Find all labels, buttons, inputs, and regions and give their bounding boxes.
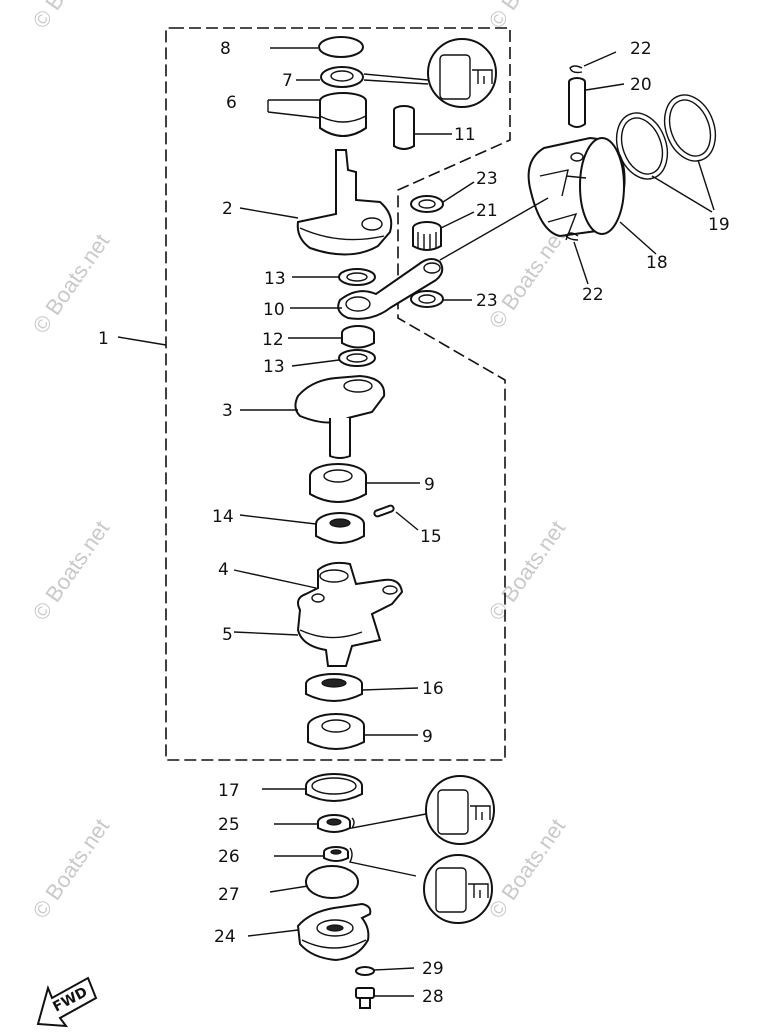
grease-callout-middle [425, 775, 495, 845]
callout-25: 25 [218, 815, 240, 835]
callout-22-upper: 22 [630, 39, 652, 59]
watermark: © Boats.net [28, 814, 115, 923]
callout-18: 18 [646, 253, 668, 273]
callout-16: 16 [422, 679, 444, 699]
part-3-crank-web [294, 374, 386, 459]
part-2-upper-crankshaft [296, 149, 393, 256]
callout-7: 7 [282, 71, 293, 91]
part-14-oil-seal [315, 512, 365, 544]
callout-22-lower: 22 [582, 285, 604, 305]
part-10-connecting-rod [337, 258, 444, 320]
part-23-washer-lower [410, 290, 444, 308]
callout-8: 8 [220, 39, 231, 59]
part-24-lower-housing [296, 902, 372, 962]
part-13-thrust-washer-lower [338, 349, 376, 367]
callout-26: 26 [218, 847, 240, 867]
callout-9-upper: 9 [424, 475, 435, 495]
callout-20: 20 [630, 75, 652, 95]
part-15-dowel-pin [373, 504, 395, 518]
watermark: © Boats.net [484, 516, 571, 625]
callout-28: 28 [422, 987, 444, 1007]
part-26-oil-seal [323, 846, 349, 862]
part-11-crank-pin [393, 105, 415, 150]
watermark: © Boats.net [484, 814, 571, 923]
part-18-piston [527, 136, 626, 241]
assembly-boundary [165, 27, 511, 761]
watermarks: © Boats.net © Boats.net © Boats.net © Bo… [28, 0, 571, 923]
callout-3: 3 [222, 401, 233, 421]
callout-15: 15 [420, 527, 442, 547]
part-8-o-ring [318, 36, 364, 58]
part-27-o-ring [305, 865, 359, 899]
callout-19: 19 [708, 215, 730, 235]
callout-14: 14 [212, 507, 234, 527]
watermark: © Boats.net [28, 516, 115, 625]
part-6-bushing [319, 92, 367, 137]
part-19-piston-rings [615, 94, 717, 180]
part-17-gasket [305, 773, 363, 802]
callout-24: 24 [214, 927, 236, 947]
part-16-bearing-retainer [305, 673, 363, 702]
grease-callout-top [427, 38, 497, 108]
callout-13-lower: 13 [263, 357, 285, 377]
callout-labels: 8 7 6 11 2 1 13 10 12 13 3 9 14 15 4 5 1… [98, 39, 730, 1007]
callout-27: 27 [218, 885, 240, 905]
callout-11: 11 [454, 125, 476, 145]
part-21-needle-bearing [412, 221, 442, 251]
watermark: © Boats.net [28, 0, 115, 33]
part-25-oil-seal [317, 814, 351, 833]
part-9-ball-bearing-lower [307, 713, 365, 750]
callout-13-upper: 13 [264, 269, 286, 289]
part-7-oil-seal [320, 66, 364, 88]
part-4-5-lower-crankshaft [296, 561, 404, 667]
part-9-ball-bearing-upper [309, 463, 367, 503]
watermark: © Boats.net [484, 224, 571, 333]
callout-6: 6 [226, 93, 237, 113]
part-28-bolt [355, 987, 375, 1009]
callout-29: 29 [422, 959, 444, 979]
part-22-clip-upper [569, 65, 583, 74]
part-12-needle-bearing [341, 325, 375, 349]
callout-2: 2 [222, 199, 233, 219]
part-13-thrust-washer-upper [338, 268, 376, 286]
callout-12: 12 [262, 330, 284, 350]
callout-4: 4 [218, 560, 229, 580]
callout-10: 10 [263, 300, 285, 320]
watermark: © Boats.net [28, 229, 115, 338]
grease-callout-bottom [423, 854, 493, 924]
callout-23-upper: 23 [476, 169, 498, 189]
part-22-clip-lower [565, 232, 579, 241]
callout-9-lower: 9 [422, 727, 433, 747]
part-29-washer [355, 966, 375, 976]
callout-21: 21 [476, 201, 498, 221]
part-20-piston-pin [568, 77, 586, 128]
callout-23-lower: 23 [476, 291, 498, 311]
callout-1: 1 [98, 329, 109, 349]
callout-17: 17 [218, 781, 240, 801]
fwd-arrow: FWD [36, 976, 98, 1028]
callout-5: 5 [222, 625, 233, 645]
part-23-washer-upper [410, 195, 444, 213]
